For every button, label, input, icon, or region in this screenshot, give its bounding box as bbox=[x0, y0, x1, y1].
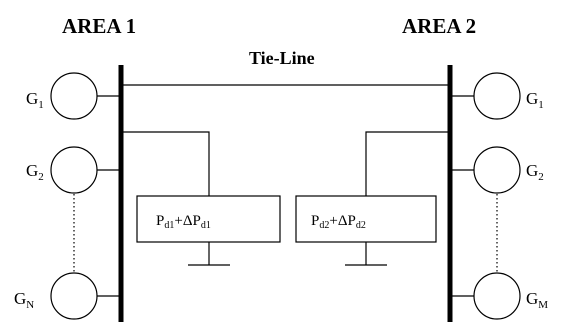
generator-symbol bbox=[473, 146, 521, 194]
generator-label: GM bbox=[526, 289, 548, 311]
area-1-generator-n: GN bbox=[14, 272, 121, 320]
area-2-generator-m: GM bbox=[450, 272, 548, 320]
generator-symbol bbox=[50, 272, 98, 320]
generator-symbol bbox=[50, 146, 98, 194]
area-2-generator-2: G2 bbox=[450, 146, 544, 194]
load-feeder bbox=[365, 131, 450, 196]
load-feeder bbox=[121, 131, 210, 196]
generator-symbol bbox=[473, 72, 521, 120]
generator-label: G1 bbox=[26, 89, 44, 111]
tie-line-label: Tie-Line bbox=[249, 48, 315, 68]
generator-label: G1 bbox=[526, 89, 544, 111]
area-2-title: AREA 2 bbox=[402, 14, 476, 38]
generator-label: G2 bbox=[526, 161, 544, 183]
load-label: Pd1+ΔPd1 bbox=[156, 213, 211, 231]
area-1-generator-2: G2 bbox=[26, 146, 121, 194]
area-2-load: Pd2+ΔPd2 bbox=[295, 131, 450, 266]
generator-label: GN bbox=[14, 289, 34, 311]
generator-label: G2 bbox=[26, 161, 44, 183]
generator-symbol bbox=[473, 272, 521, 320]
area-2-generator-1: G1 bbox=[450, 72, 544, 120]
load-label: Pd2+ΔPd2 bbox=[311, 213, 366, 231]
area-1-title: AREA 1 bbox=[62, 14, 136, 38]
generator-symbol bbox=[50, 72, 98, 120]
area-1-generator-1: G1 bbox=[26, 72, 121, 120]
area-1-load: Pd1+ΔPd1 bbox=[121, 131, 281, 266]
